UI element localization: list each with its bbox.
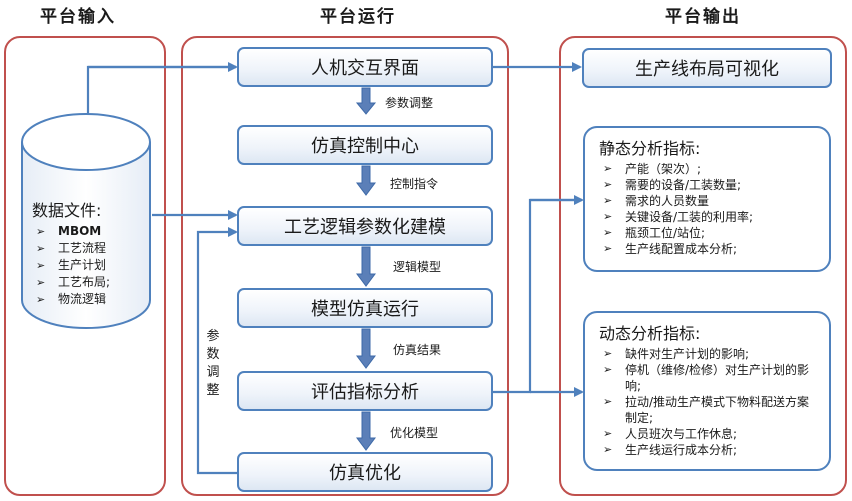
- link-label-optimization-model: 优化模型: [390, 426, 439, 440]
- link-label-simulation-result: 仿真结果: [393, 343, 442, 357]
- dynamic-indicators-list: 缺件对生产计划的影响; 停机（维修/检修）对生产计划的影响; 拉动/推动生产模式…: [599, 346, 821, 458]
- link-label-parameter-adjust: 参数调整: [385, 96, 434, 110]
- feedback-label-char: 参: [206, 329, 220, 344]
- run-column-title: 平台运行: [320, 7, 396, 27]
- evaluation-to-outputs-line: [493, 198, 580, 394]
- list-item: 人员班次与工作休息;: [599, 426, 821, 442]
- link-label-logic-model: 逻辑模型: [393, 260, 442, 274]
- dynamic-indicators-box: 动态分析指标: 缺件对生产计划的影响; 停机（维修/检修）对生产计划的影响; 拉…: [583, 311, 831, 471]
- list-item: 生产线配置成本分析;: [599, 241, 821, 257]
- static-indicators-list: 产能（架次）; 需要的设备/工装数量; 需求的人员数量 关键设备/工装的利用率;…: [599, 161, 821, 257]
- list-item: 工艺流程: [32, 240, 150, 257]
- step-human-machine-interface[interactable]: 人机交互界面: [237, 47, 493, 87]
- list-item: 瓶颈工位/站位;: [599, 225, 821, 241]
- link-label-control-command: 控制指令: [390, 177, 439, 191]
- input-column-title: 平台输入: [40, 7, 116, 27]
- output-panel: [559, 36, 847, 496]
- step-parametric-modeling[interactable]: 工艺逻辑参数化建模: [237, 206, 493, 246]
- data-files-title: 数据文件:: [32, 201, 102, 220]
- list-item: 生产计划: [32, 257, 150, 274]
- input-panel: [4, 36, 166, 496]
- data-files-content: 数据文件: MBOM 工艺流程 生产计划 工艺布局; 物流逻辑: [32, 197, 150, 308]
- list-item: MBOM: [32, 223, 150, 240]
- list-item: 关键设备/工装的利用率;: [599, 209, 821, 225]
- list-item: 工艺布局;: [32, 274, 150, 291]
- list-item: 需要的设备/工装数量;: [599, 177, 821, 193]
- list-item: 需求的人员数量: [599, 193, 821, 209]
- static-indicators-title: 静态分析指标:: [599, 139, 701, 158]
- step-simulation-optimization[interactable]: 仿真优化: [237, 452, 493, 492]
- feedback-loop-arrow: [196, 227, 238, 475]
- output-column-title: 平台输出: [665, 7, 741, 27]
- list-item: 拉动/推动生产模式下物料配送方案制定;: [599, 394, 821, 426]
- data-files-list: MBOM 工艺流程 生产计划 工艺布局; 物流逻辑: [32, 223, 150, 308]
- list-item: 缺件对生产计划的影响;: [599, 346, 821, 362]
- step-evaluation-analysis[interactable]: 评估指标分析: [237, 371, 493, 411]
- static-indicators-box: 静态分析指标: 产能（架次）; 需要的设备/工装数量; 需求的人员数量 关键设备…: [583, 126, 831, 272]
- feedback-label: 参 数 调 整: [205, 328, 221, 400]
- feedback-label-char: 调: [206, 365, 220, 380]
- list-item: 产能（架次）;: [599, 161, 821, 177]
- process-down-arrows: [355, 87, 377, 451]
- feedback-label-char: 数: [206, 347, 220, 362]
- feedback-label-char: 整: [206, 383, 220, 398]
- list-item: 生产线运行成本分析;: [599, 442, 821, 458]
- step-simulation-control-center[interactable]: 仿真控制中心: [237, 125, 493, 165]
- dynamic-indicators-title: 动态分析指标:: [599, 324, 701, 343]
- output-layout-visualization[interactable]: 生产线布局可视化: [582, 48, 832, 88]
- run-panel: [181, 36, 509, 496]
- list-item: 停机（维修/检修）对生产计划的影响;: [599, 362, 821, 394]
- list-item: 物流逻辑: [32, 291, 150, 308]
- step-model-simulation-run[interactable]: 模型仿真运行: [237, 288, 493, 328]
